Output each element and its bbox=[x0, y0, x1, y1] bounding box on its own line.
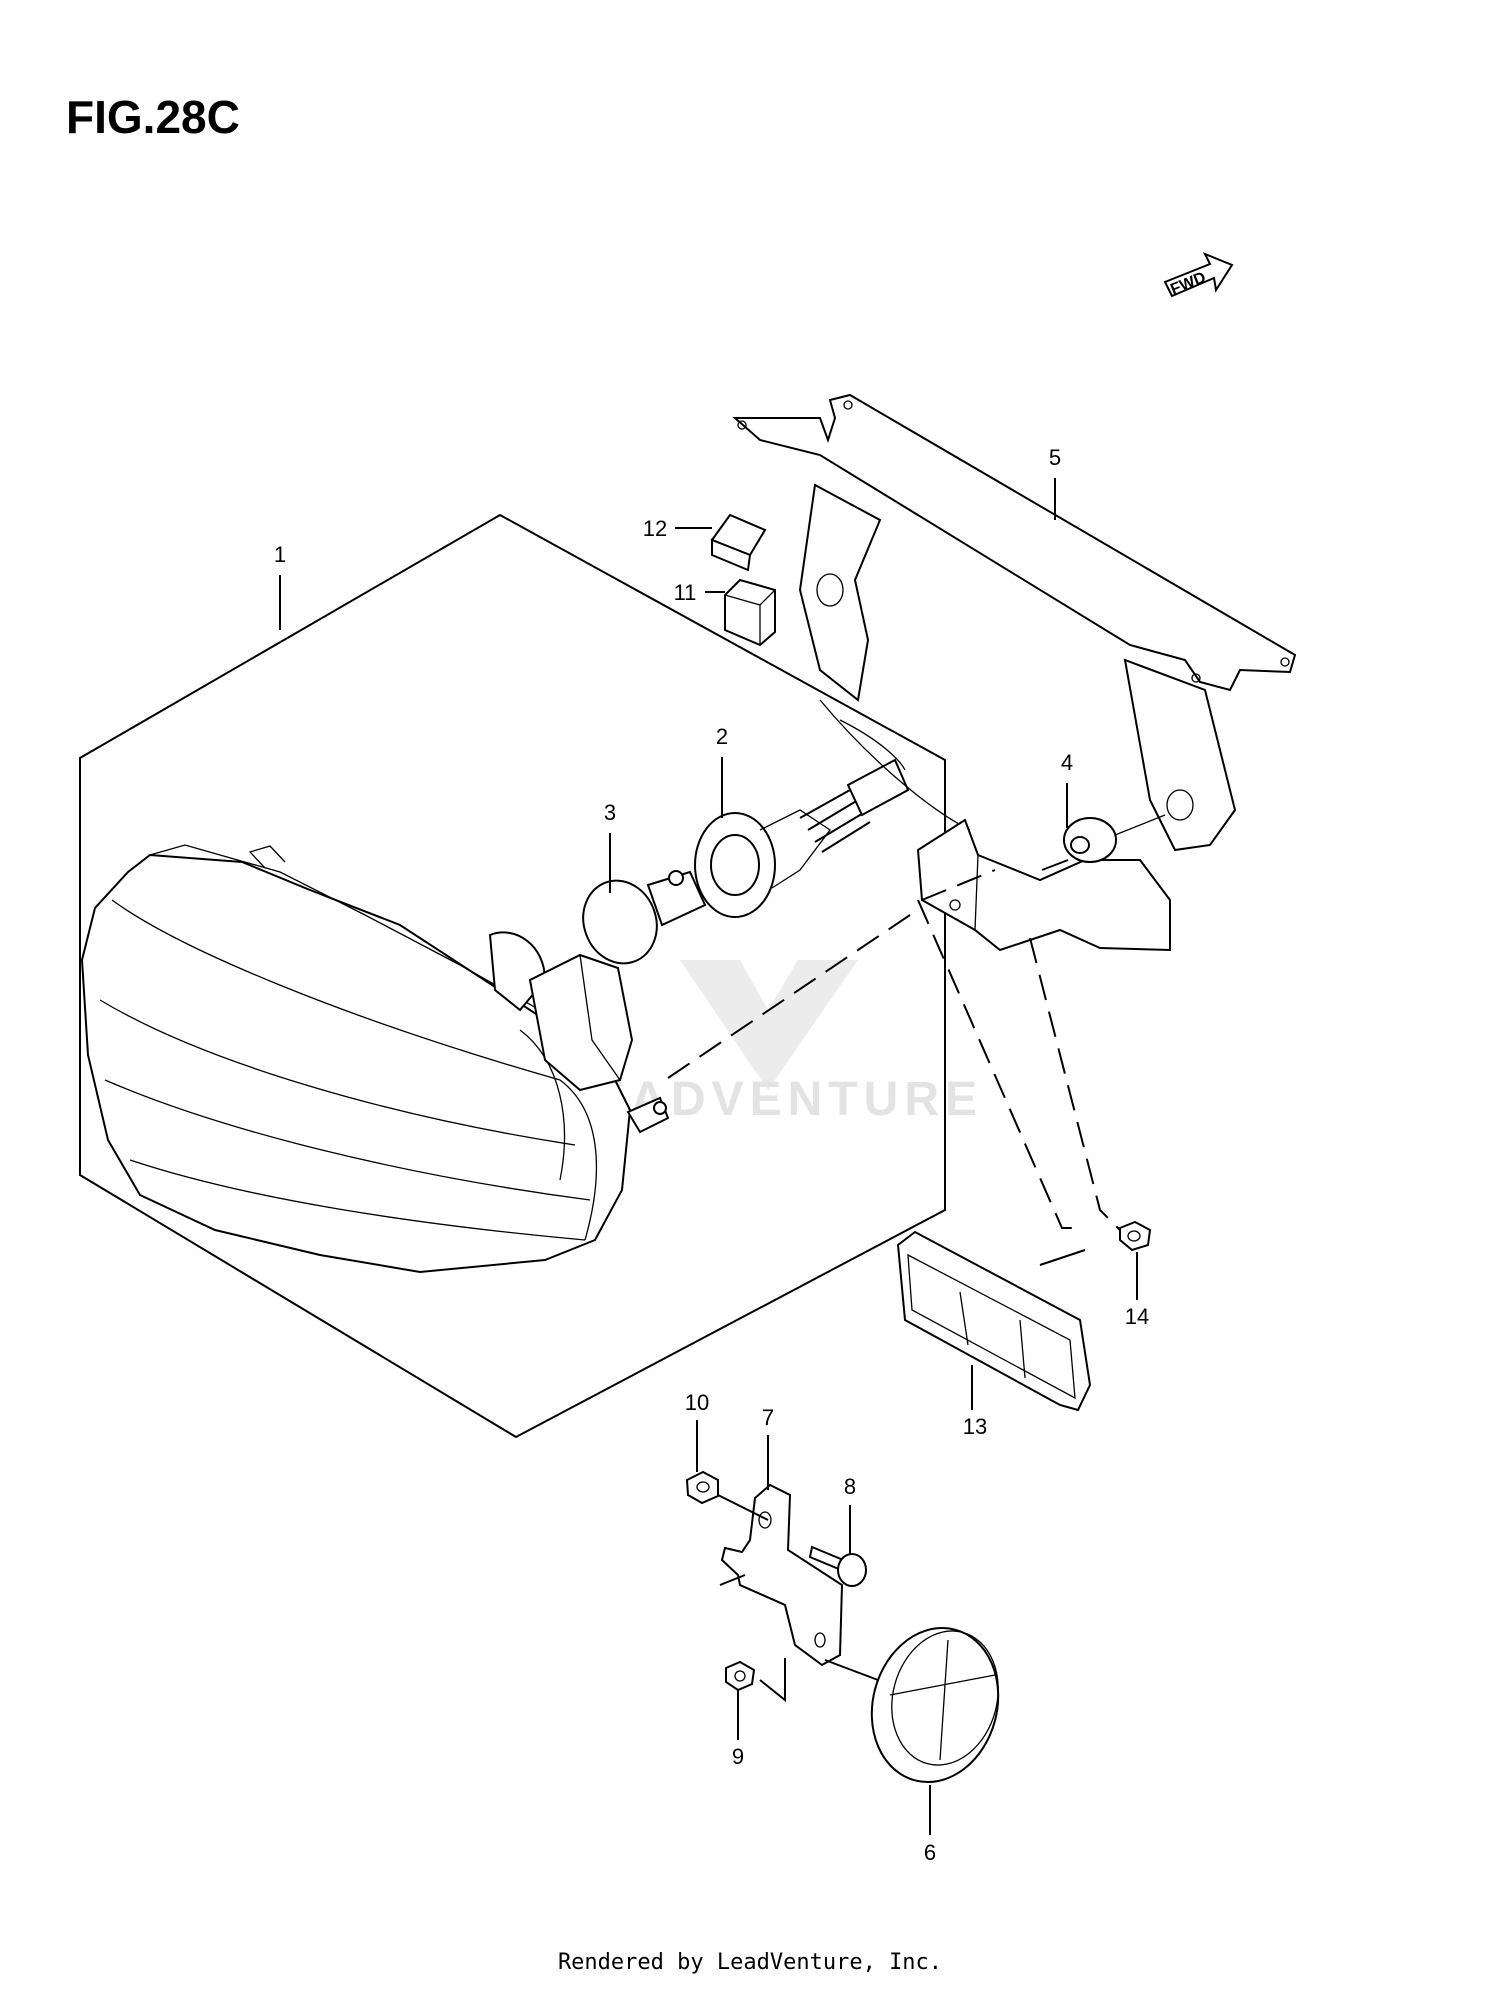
nut-part-14 bbox=[1119, 1220, 1152, 1252]
callout-5: 5 bbox=[1049, 445, 1061, 470]
callout-numbers: 1 2 3 4 5 6 7 8 9 10 11 12 13 14 bbox=[274, 445, 1149, 1865]
socket-part-2 bbox=[694, 699, 971, 918]
callout-1: 1 bbox=[274, 542, 286, 567]
taillight-assembly bbox=[80, 844, 670, 1274]
fwd-arrow-icon: FWD bbox=[1163, 252, 1234, 299]
callout-8: 8 bbox=[844, 1474, 856, 1499]
grommet-part-4 bbox=[1063, 814, 1166, 863]
figure-title: FIG.28C bbox=[66, 91, 240, 143]
callout-9: 9 bbox=[732, 1744, 744, 1769]
footer-credit: Rendered by LeadVenture, Inc. bbox=[557, 1950, 943, 1975]
nut-part-10 bbox=[685, 1470, 719, 1505]
callout-4: 4 bbox=[1061, 750, 1073, 775]
callout-13: 13 bbox=[963, 1414, 987, 1439]
screw-part-8 bbox=[808, 1545, 867, 1587]
cushion-part-11 bbox=[724, 578, 776, 647]
callout-3: 3 bbox=[604, 800, 616, 825]
callout-10: 10 bbox=[685, 1390, 709, 1415]
callout-12: 12 bbox=[643, 516, 667, 541]
bracket-part-5 bbox=[732, 393, 1297, 952]
callout-6: 6 bbox=[924, 1840, 936, 1865]
callout-14: 14 bbox=[1125, 1304, 1149, 1329]
nut-part-9 bbox=[725, 1660, 756, 1692]
reflector-part-13 bbox=[896, 1230, 1092, 1412]
callout-7: 7 bbox=[762, 1405, 774, 1430]
bulb-part-3 bbox=[582, 870, 707, 965]
callout-leaders bbox=[279, 478, 1138, 1835]
round-reflector-part-6 bbox=[870, 1626, 1000, 1784]
bracket-part-7 bbox=[720, 1483, 844, 1667]
assembly-lines bbox=[667, 859, 1121, 1703]
callout-11: 11 bbox=[674, 580, 697, 605]
pad-part-12 bbox=[710, 513, 767, 572]
callout-2: 2 bbox=[716, 724, 728, 749]
lamp-assembly-outline bbox=[79, 513, 946, 1439]
